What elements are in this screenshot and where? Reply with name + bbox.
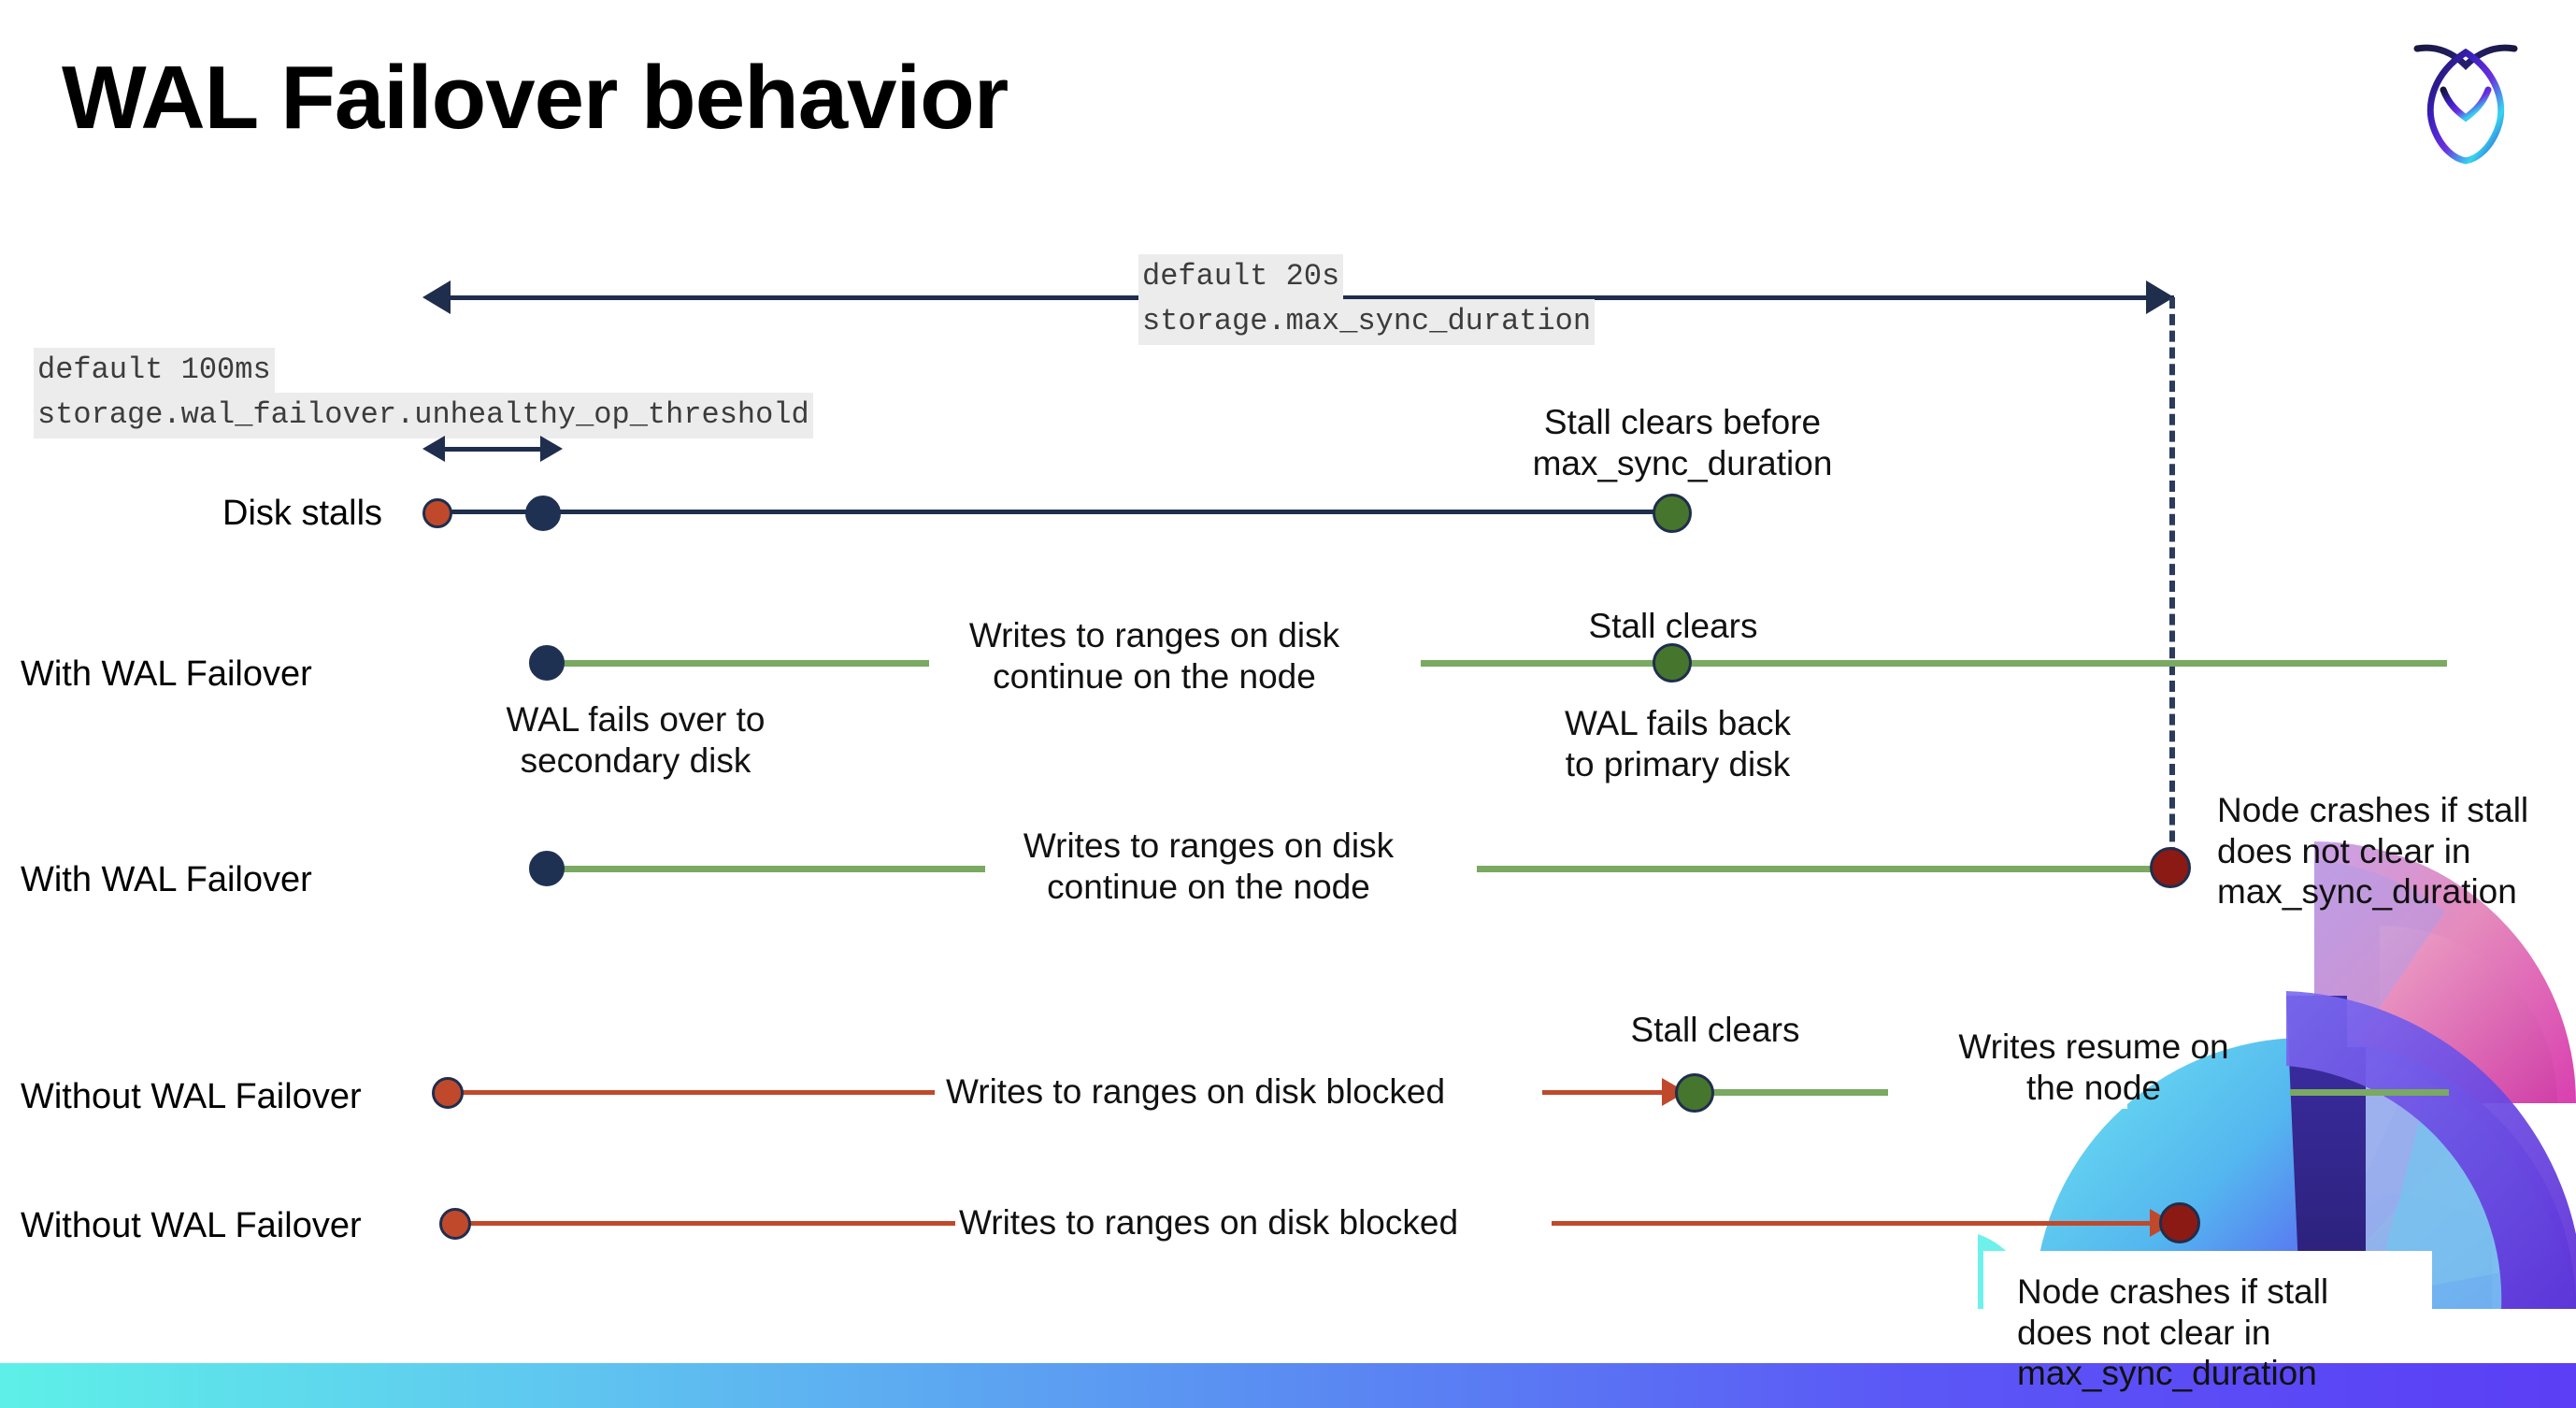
disk-stalls-failover-dot [525, 496, 561, 531]
note-line-2: does not clear in [2217, 831, 2471, 870]
without-failover-1-timeline-mid [1542, 1090, 1664, 1095]
note-line-2: max_sync_duration [1532, 443, 1833, 482]
note-line-2: the node [2025, 1068, 2162, 1107]
row-label-without-wal-failover-1: Without WAL Failover [21, 1077, 362, 1116]
disk-stalls-timeline [439, 510, 1673, 514]
without-failover-1-start-dot [432, 1077, 464, 1109]
note-line-2: to primary disk [1565, 744, 1791, 783]
note-writes-blocked-2: Writes to ranges on disk blocked [959, 1203, 1459, 1242]
with-failover-1-timeline-left [546, 660, 929, 667]
without-failover-2-start-dot [439, 1208, 471, 1240]
note-line-1: Node crashes if stall [2217, 791, 2529, 829]
unhealthy-span-line [439, 447, 551, 452]
note-line-2: continue on the node [1047, 867, 1370, 906]
with-failover-2-crash-dot [2150, 847, 2191, 888]
note-line-3: max_sync_duration [2217, 872, 2517, 912]
note-writes-blocked-1: Writes to ranges on disk blocked [946, 1072, 1446, 1111]
with-failover-2-timeline-left [546, 866, 985, 872]
unhealthy-setting-text: storage.wal_failover.unhealthy_op_thresh… [34, 393, 813, 438]
with-failover-1-failover-dot [529, 645, 565, 681]
note-stall-clears-1: Stall clears [1588, 607, 1758, 645]
with-failover-2-failover-dot [529, 851, 565, 886]
without-failover-1-timeline-right [1712, 1089, 1888, 1096]
disk-stalls-clears-dot [1653, 494, 1692, 533]
note-line-1: Writes resume on [1958, 1027, 2229, 1066]
note-wal-fails-back: WAL fails back to primary disk [1496, 703, 1860, 784]
disk-stalls-start-dot [422, 498, 452, 528]
without-failover-2-timeline-right [1552, 1221, 2157, 1226]
note-line-2: does not clear in [2017, 1313, 2271, 1352]
without-failover-2-crash-dot [2159, 1202, 2200, 1243]
note-writes-resume: Writes resume on the node [1907, 1027, 2281, 1108]
without-failover-1-clears-dot [1675, 1073, 1714, 1113]
note-writes-continue-2: Writes to ranges on disk continue on the… [989, 826, 1428, 907]
note-line-1: Stall clears before [1543, 403, 1822, 441]
note-line-2: continue on the node [993, 656, 1316, 696]
note-node-crashes-2: Node crashes if stall does not clear in … [2017, 1272, 2410, 1394]
note-stall-clears-before-max-sync: Stall clears before max_sync_duration [1514, 402, 1851, 483]
note-line-1: WAL fails back [1565, 704, 1791, 742]
unhealthy-span-arrow-left [422, 436, 445, 462]
max-sync-span-arrow-left [422, 280, 451, 314]
max-sync-setting-text: storage.max_sync_duration [1138, 299, 1596, 345]
max-sync-dropline [2169, 297, 2175, 875]
max-sync-duration-annotation: default 20s storage.max_sync_duration [1138, 254, 1596, 345]
note-line-2: secondary disk [520, 740, 751, 780]
note-line-3: max_sync_duration [2017, 1354, 2317, 1393]
note-wal-fails-over: WAL fails over to secondary disk [449, 699, 823, 781]
note-line-1: Writes to ranges on disk [968, 616, 1340, 654]
with-failover-1-timeline-right [1421, 660, 2447, 667]
row-label-with-wal-failover-1: With WAL Failover [21, 654, 312, 694]
without-failover-2-timeline-left [460, 1221, 955, 1226]
without-failover-1-timeline-far-right [2290, 1089, 2449, 1096]
row-label-with-wal-failover-2: With WAL Failover [21, 860, 312, 899]
note-node-crashes-1: Node crashes if stall does not clear in … [2217, 790, 2576, 912]
unhealthy-span-arrow-right [540, 436, 563, 462]
unhealthy-op-threshold-annotation: default 100ms storage.wal_failover.unhea… [34, 348, 813, 438]
cockroachdb-logo-icon [2413, 44, 2518, 165]
without-failover-1-timeline-left [449, 1090, 935, 1095]
bottom-gradient-bar [0, 1363, 2576, 1408]
note-stall-clears-2: Stall clears [1630, 1011, 1800, 1049]
max-sync-default-text: default 20s [1138, 254, 1344, 300]
with-failover-1-clears-dot [1653, 643, 1692, 682]
row-label-disk-stalls: Disk stalls [222, 494, 383, 533]
note-line-1: WAL fails over to [506, 700, 766, 739]
page-title: WAL Failover behavior [62, 48, 1009, 148]
row-label-without-wal-failover-2: Without WAL Failover [21, 1206, 362, 1245]
with-failover-2-timeline-right [1477, 866, 2168, 872]
note-line-1: Writes to ranges on disk [1023, 826, 1395, 865]
note-writes-continue-1: Writes to ranges on disk continue on the… [935, 615, 1374, 697]
note-line-1: Node crashes if stall [2017, 1272, 2329, 1311]
unhealthy-default-text: default 100ms [34, 348, 275, 394]
